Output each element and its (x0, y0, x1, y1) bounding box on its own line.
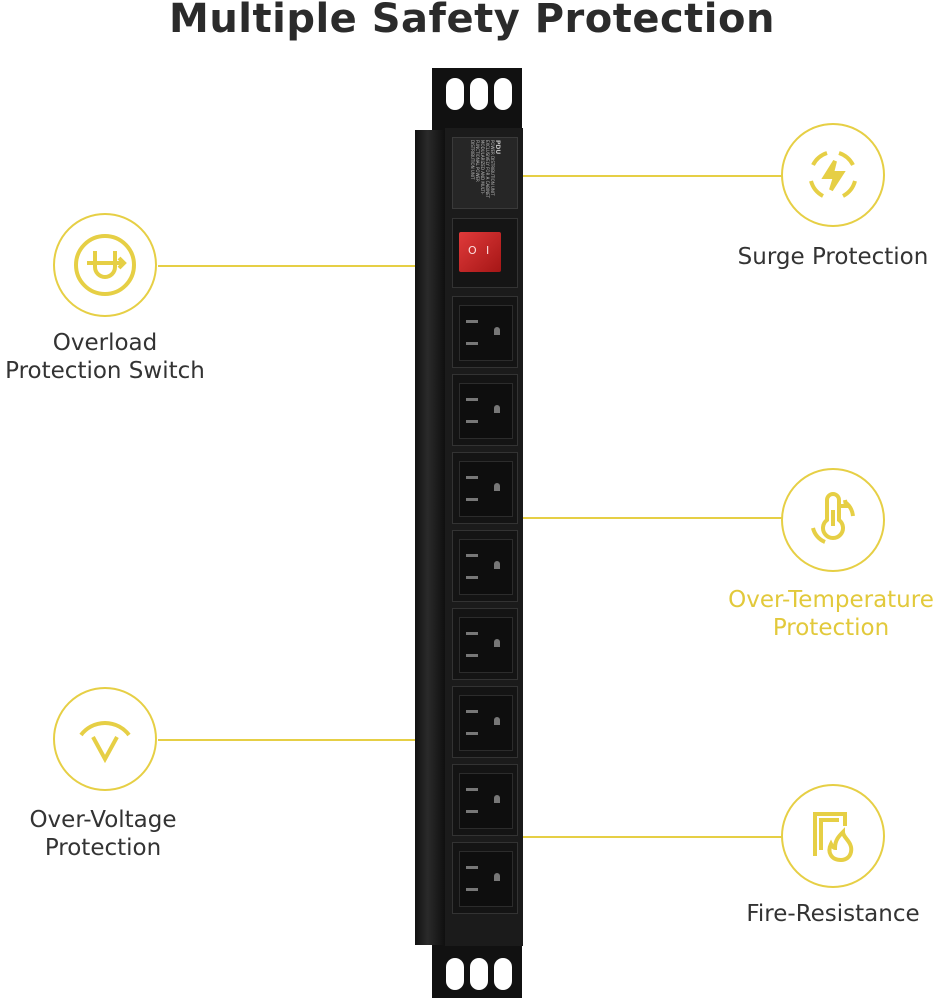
ac-outlet (452, 842, 518, 914)
temperature-feature-badge (781, 468, 885, 572)
feature-label-surge: Surge Protection (703, 243, 944, 271)
connector-surge (518, 175, 782, 177)
label-text: POWER DISTRIBUTION UNIT EXCLUSIVELY FOR … (485, 140, 495, 199)
feature-label-overload: Overload Protection Switch (0, 329, 235, 385)
switch-on-mark: I (486, 244, 490, 257)
label-line: Overload (52, 330, 158, 356)
label-line: Protection (44, 835, 162, 861)
overload-feature-badge (53, 213, 157, 317)
feature-label-voltage: Over-Voltage Protection (0, 806, 233, 862)
ac-outlet (452, 764, 518, 836)
label-line: Protection (772, 615, 890, 641)
overload-switch-icon (74, 234, 136, 296)
label-text: MODULARIZED AND MULTI-FUNCTIONAL POWER D… (470, 140, 485, 195)
feature-label-temperature: Over-Temperature Protection (701, 586, 944, 642)
voltage-feature-badge (53, 687, 157, 791)
label-line: Surge Protection (737, 244, 929, 270)
lightning-icon (809, 151, 857, 198)
feature-label-fire: Fire-Resistance (703, 900, 944, 928)
fire-feature-badge (781, 784, 885, 888)
bottom-mounting-bracket (432, 944, 522, 998)
connector-overload (158, 265, 426, 267)
top-mounting-bracket (432, 68, 522, 130)
fire-icon (813, 812, 854, 863)
label-line: Over-Voltage (29, 807, 177, 833)
label-line: Fire-Resistance (746, 901, 920, 927)
connector-voltage (158, 739, 426, 741)
ac-outlet (452, 452, 518, 524)
surge-feature-badge (781, 123, 885, 227)
label-line: Protection Switch (5, 358, 205, 384)
voltage-gauge-icon (79, 721, 131, 764)
label-line: Over-Temperature (728, 587, 934, 613)
ac-outlet (452, 530, 518, 602)
thermometer-icon (811, 492, 855, 544)
product-label: PDU POWER DISTRIBUTION UNIT EXCLUSIVELY … (452, 137, 518, 209)
strip-side-panel (415, 130, 447, 945)
ac-outlet (452, 686, 518, 758)
connector-fire (518, 836, 782, 838)
label-title: PDU (494, 140, 501, 155)
ac-outlet (452, 608, 518, 680)
power-rocker-switch[interactable]: O I (459, 232, 501, 272)
page-title: Multiple Safety Protection (169, 0, 775, 42)
ac-outlet (452, 374, 518, 446)
connector-temperature (518, 517, 782, 519)
ac-outlet (452, 296, 518, 368)
switch-off-mark: O (468, 244, 477, 257)
